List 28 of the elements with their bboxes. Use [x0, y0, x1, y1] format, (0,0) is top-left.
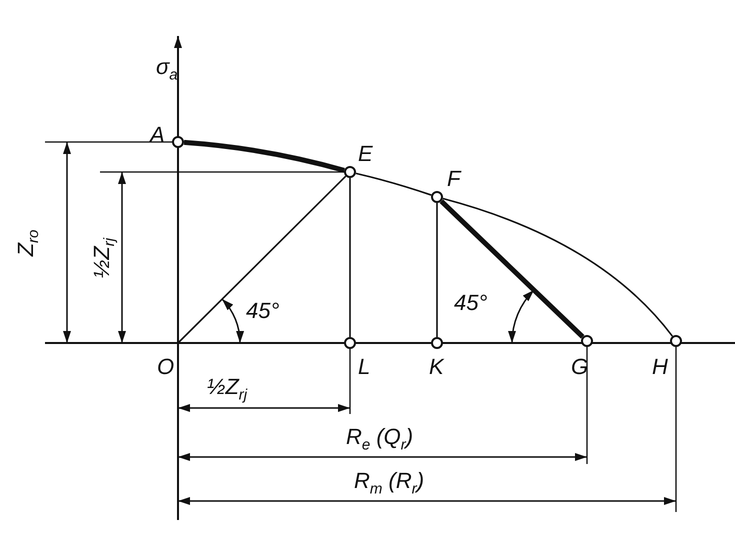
point-marker	[344, 337, 356, 349]
point-marker	[670, 335, 682, 347]
point-marker	[344, 166, 356, 178]
angle-label: 45°	[454, 292, 488, 314]
point-label: L	[358, 356, 370, 378]
curve-line	[184, 140, 345, 173]
angle-label: 45°	[246, 300, 280, 322]
dimension-label: R$_{e}$ (Q$_{r}$)	[346, 426, 414, 452]
line	[436, 203, 438, 337]
dimension-label: R$_{m}$ (R$_{r}$)	[354, 470, 424, 496]
point-label: A	[150, 124, 165, 146]
point-label: O	[157, 356, 174, 378]
dimension-label: ½Z$_{rj}$	[207, 376, 248, 402]
curve-line	[442, 198, 674, 337]
point-label: K	[429, 356, 444, 378]
point-label: H	[652, 356, 668, 378]
line	[440, 199, 584, 339]
line	[177, 176, 346, 344]
point-label: E	[358, 143, 373, 165]
point-label: G	[571, 356, 588, 378]
point-marker	[172, 136, 184, 148]
point-marker	[431, 337, 443, 349]
point-label: F	[447, 168, 460, 190]
point-marker	[431, 191, 443, 203]
line	[349, 178, 351, 337]
axis-label: σ$_{a}$	[156, 56, 178, 82]
point-marker	[581, 335, 593, 347]
curve-line	[356, 172, 432, 196]
